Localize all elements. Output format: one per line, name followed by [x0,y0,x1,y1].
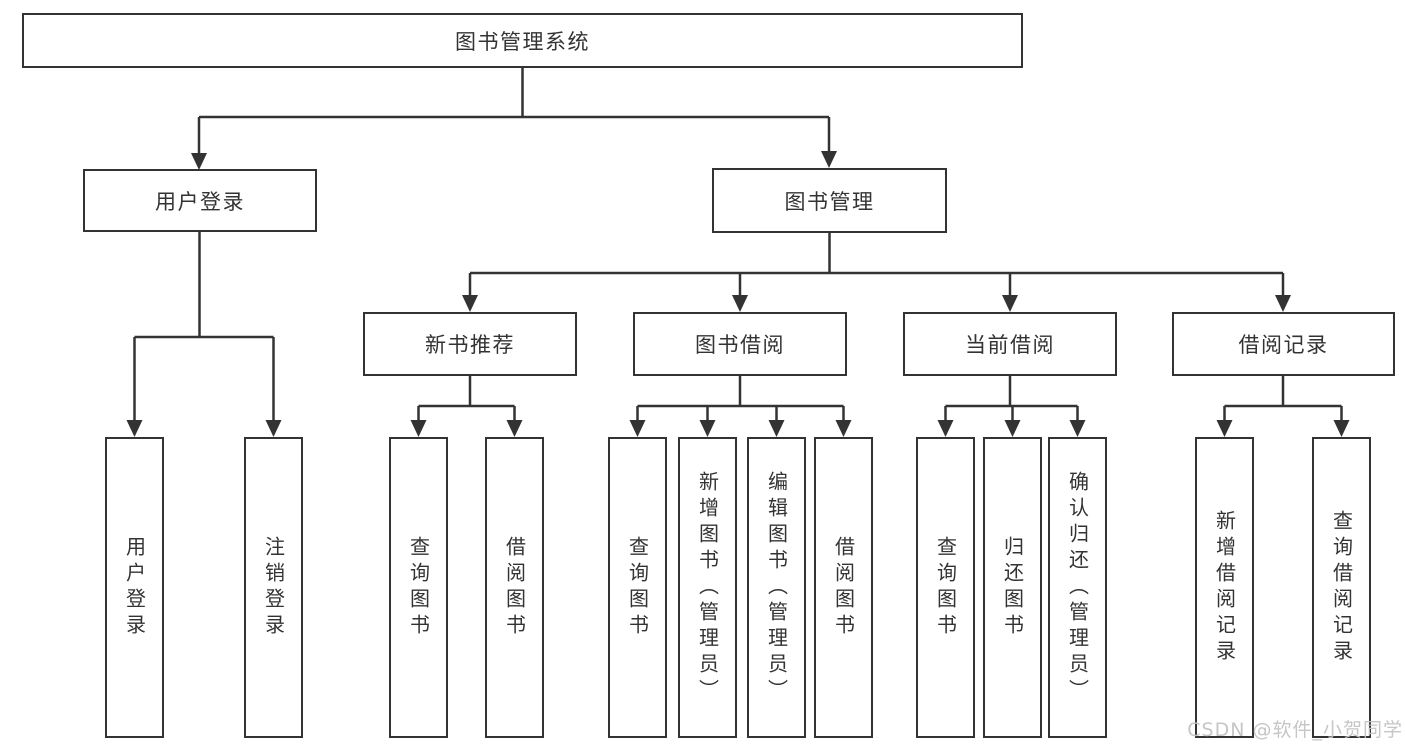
leaf-user-login: 用户登录 [105,437,164,738]
leaf-confirm-return-admin: 确认归还（管理员） [1048,437,1107,738]
leaf-query-books-recommend-label: 查询图书 [406,535,431,640]
leaf-user-login-label: 用户登录 [122,535,147,640]
leaf-query-books-current: 查询图书 [916,437,975,738]
leaf-query-books-recommend: 查询图书 [389,437,448,738]
leaf-borrow-books-recommend: 借阅图书 [485,437,544,738]
leaf-return-books-label: 归还图书 [1000,535,1025,640]
csdn-watermark: CSDN @软件_小贺同学 [1187,719,1403,741]
node-borrow-records-label: 借阅记录 [1238,333,1329,357]
leaf-query-borrow-record: 查询借阅记录 [1312,437,1371,738]
node-book-borrow: 图书借阅 [633,312,847,376]
node-borrow-records: 借阅记录 [1172,312,1395,376]
branch-new-book-recommend [417,376,516,433]
branch-user-login [133,232,275,433]
node-book-management-label: 图书管理 [784,189,875,214]
leaf-query-borrow-record-label: 查询借阅记录 [1329,509,1354,666]
node-book-management: 图书管理 [712,168,947,233]
leaf-borrow-books-recommend-label: 借阅图书 [502,535,527,640]
node-current-borrow: 当前借阅 [903,312,1117,376]
branch-current-borrow [944,376,1079,433]
leaf-edit-books-admin-label: 编辑图书（管理员） [764,470,789,705]
node-root-system-label: 图书管理系统 [455,29,590,54]
node-new-book-recommend-label: 新书推荐 [425,333,515,357]
leaf-logout-label: 注销登录 [261,535,286,640]
branch-book-borrow [636,376,845,433]
leaf-add-borrow-record: 新增借阅记录 [1195,437,1254,738]
leaf-return-books: 归还图书 [983,437,1042,738]
branch-borrow-records [1223,376,1343,433]
leaf-query-books-borrow: 查询图书 [608,437,667,738]
node-user-login-label: 用户登录 [155,189,245,214]
leaf-edit-books-admin: 编辑图书（管理员） [747,437,806,738]
leaf-query-books-current-label: 查询图书 [933,535,958,640]
leaf-add-borrow-record-label: 新增借阅记录 [1212,509,1237,666]
node-root-system: 图书管理系统 [22,13,1023,68]
branch-book-management [468,233,1285,308]
node-current-borrow-label: 当前借阅 [965,333,1055,357]
branch-root-to-level2 [197,68,831,166]
leaf-borrow-books: 借阅图书 [814,437,873,738]
node-new-book-recommend: 新书推荐 [363,312,577,376]
leaf-confirm-return-admin-label: 确认归还（管理员） [1065,470,1090,705]
leaf-add-books-admin-label: 新增图书（管理员） [695,470,720,705]
leaf-borrow-books-label: 借阅图书 [831,535,856,640]
leaf-add-books-admin: 新增图书（管理员） [678,437,737,738]
leaf-query-books-borrow-label: 查询图书 [625,535,650,640]
node-user-login: 用户登录 [83,169,317,232]
node-book-borrow-label: 图书借阅 [695,333,785,357]
leaf-logout: 注销登录 [244,437,303,738]
